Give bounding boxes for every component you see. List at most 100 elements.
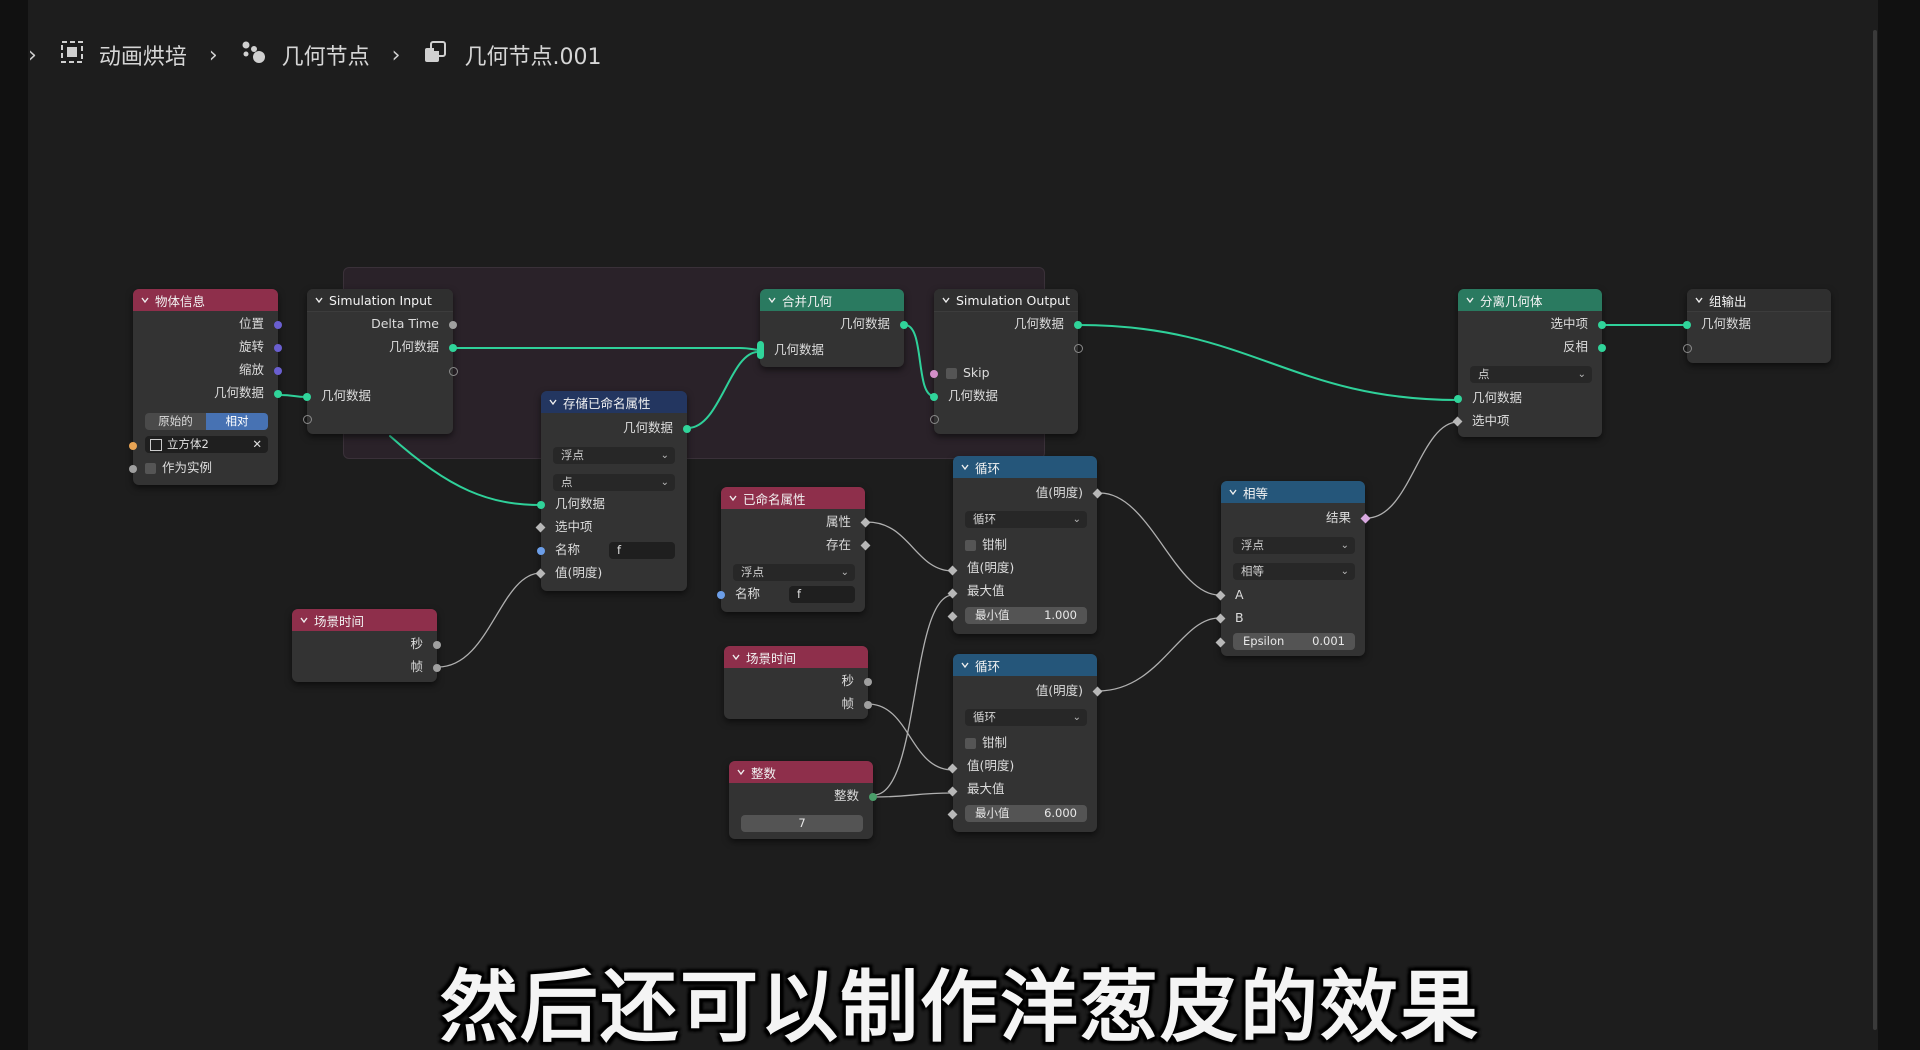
- integer-value-field[interactable]: 7: [741, 815, 863, 832]
- output-socket[interactable]: [449, 321, 457, 329]
- output-socket[interactable]: [864, 701, 872, 709]
- data-type-dropdown[interactable]: 浮点⌄: [1233, 537, 1355, 554]
- chevron-down-icon[interactable]: [961, 463, 969, 471]
- output-socket[interactable]: [274, 321, 282, 329]
- data-type-dropdown[interactable]: 浮点⌄: [733, 564, 855, 581]
- input-socket[interactable]: [129, 465, 137, 473]
- input-socket[interactable]: [537, 547, 545, 555]
- output-socket[interactable]: [274, 344, 282, 352]
- chevron-down-icon[interactable]: [768, 296, 776, 304]
- input-socket[interactable]: [930, 370, 938, 378]
- output-socket[interactable]: [683, 425, 691, 433]
- output-socket[interactable]: [433, 664, 441, 672]
- node-header[interactable]: 场景时间: [292, 609, 437, 631]
- name-field[interactable]: f: [609, 542, 675, 559]
- operation-dropdown[interactable]: 循环⌄: [965, 709, 1087, 726]
- name-field[interactable]: f: [789, 586, 855, 603]
- node-object-info[interactable]: 物体信息 位置 旋转 缩放 几何数据 原始的 相对 立方体2 ✕ 作为实例: [129, 289, 282, 485]
- chevron-down-icon[interactable]: [737, 768, 745, 776]
- breadcrumb-item-node-tree[interactable]: 几何节点.001: [464, 45, 602, 70]
- vertical-scrollbar[interactable]: [1873, 30, 1877, 1030]
- node-header[interactable]: 合并几何: [760, 289, 904, 311]
- node-named-attribute[interactable]: 已命名属性 属性 存在 浮点⌄ 名称 f: [717, 487, 871, 612]
- input-socket[interactable]: [1683, 321, 1691, 329]
- chevron-down-icon[interactable]: [141, 296, 149, 304]
- chevron-down-icon[interactable]: [549, 398, 557, 406]
- input-socket[interactable]: [1454, 395, 1462, 403]
- output-socket[interactable]: [869, 793, 877, 801]
- node-header[interactable]: Simulation Input: [307, 289, 453, 312]
- breadcrumb-item-scene[interactable]: 动画烘培: [98, 45, 187, 70]
- domain-dropdown[interactable]: 点⌄: [553, 474, 675, 491]
- output-socket[interactable]: [274, 367, 282, 375]
- input-socket[interactable]: [717, 591, 725, 599]
- node-header[interactable]: 存储已命名属性: [541, 391, 687, 413]
- input-socket[interactable]: [303, 393, 311, 401]
- output-socket[interactable]: [1598, 321, 1606, 329]
- object-field[interactable]: 立方体2 ✕: [145, 436, 268, 453]
- chevron-down-icon[interactable]: [1466, 296, 1474, 304]
- chevron-down-icon[interactable]: [315, 296, 323, 304]
- chevron-down-icon[interactable]: [732, 653, 740, 661]
- operation-dropdown[interactable]: 循环⌄: [965, 511, 1087, 528]
- node-header[interactable]: 相等: [1221, 481, 1365, 503]
- chevron-down-icon[interactable]: [300, 616, 308, 624]
- node-header[interactable]: 已命名属性: [721, 487, 865, 509]
- output-socket[interactable]: [449, 367, 458, 376]
- multi-input-socket[interactable]: [757, 341, 764, 359]
- mode-original-button[interactable]: 原始的: [145, 413, 206, 430]
- node-header[interactable]: Simulation Output: [934, 289, 1078, 312]
- skip-checkbox[interactable]: [946, 368, 957, 379]
- chevron-down-icon[interactable]: [961, 661, 969, 669]
- node-integer[interactable]: 整数 整数 7: [729, 761, 877, 839]
- node-group-output[interactable]: 组输出 几何数据: [1683, 289, 1831, 363]
- clamp-checkbox[interactable]: [965, 540, 976, 551]
- output-socket[interactable]: [864, 678, 872, 686]
- transform-mode-toggle[interactable]: 原始的 相对: [145, 413, 268, 430]
- data-type-dropdown[interactable]: 浮点⌄: [553, 447, 675, 464]
- node-scene-time[interactable]: 场景时间 秒 帧: [724, 646, 872, 719]
- mode-relative-button[interactable]: 相对: [206, 413, 268, 430]
- node-store-named-attribute[interactable]: 存储已命名属性 几何数据 浮点⌄ 点⌄ 几何数据 选中项 名称 f 值(明度): [535, 391, 691, 591]
- chevron-down-icon[interactable]: [1229, 488, 1237, 496]
- node-header[interactable]: 分离几何体: [1458, 289, 1602, 311]
- output-socket[interactable]: [1074, 321, 1082, 329]
- output-socket[interactable]: [900, 321, 908, 329]
- output-socket[interactable]: [1598, 344, 1606, 352]
- input-socket[interactable]: [1683, 344, 1692, 353]
- input-socket[interactable]: [537, 501, 545, 509]
- node-header[interactable]: 场景时间: [724, 646, 868, 668]
- node-scene-time[interactable]: 场景时间 秒 帧: [292, 609, 441, 682]
- node-header[interactable]: 整数: [729, 761, 873, 783]
- node-header[interactable]: 物体信息: [133, 289, 278, 311]
- breadcrumb-item-modifier[interactable]: 几何节点: [281, 45, 370, 70]
- output-socket[interactable]: [274, 390, 282, 398]
- chevron-down-icon[interactable]: [1695, 296, 1703, 304]
- output-socket[interactable]: [449, 344, 457, 352]
- clamp-checkbox[interactable]: [965, 738, 976, 749]
- node-header[interactable]: 循环: [953, 456, 1097, 478]
- input-socket[interactable]: [930, 415, 939, 424]
- output-socket[interactable]: [433, 641, 441, 649]
- operation-dropdown[interactable]: 相等⌄: [1233, 563, 1355, 580]
- output-socket[interactable]: [1074, 344, 1083, 353]
- node-header[interactable]: 组输出: [1687, 289, 1831, 312]
- input-socket[interactable]: [129, 442, 137, 450]
- node-join-geometry[interactable]: 合并几何 几何数据 几何数据: [757, 289, 908, 367]
- chevron-down-icon[interactable]: [729, 494, 737, 502]
- clear-icon[interactable]: ✕: [252, 437, 262, 451]
- node-simulation-input[interactable]: Simulation Input Delta Time 几何数据 几何数据: [303, 289, 458, 434]
- as-instance-checkbox[interactable]: [145, 463, 156, 474]
- node-header[interactable]: 循环: [953, 654, 1097, 676]
- input-socket[interactable]: [930, 393, 938, 401]
- input-socket[interactable]: [303, 415, 312, 424]
- node-simulation-output[interactable]: Simulation Output 几何数据 Skip 几何数据: [930, 289, 1083, 434]
- node-separate-geometry[interactable]: 分离几何体 选中项 反相 点⌄ 几何数据 选中项: [1452, 289, 1606, 437]
- domain-dropdown[interactable]: 点⌄: [1470, 366, 1592, 383]
